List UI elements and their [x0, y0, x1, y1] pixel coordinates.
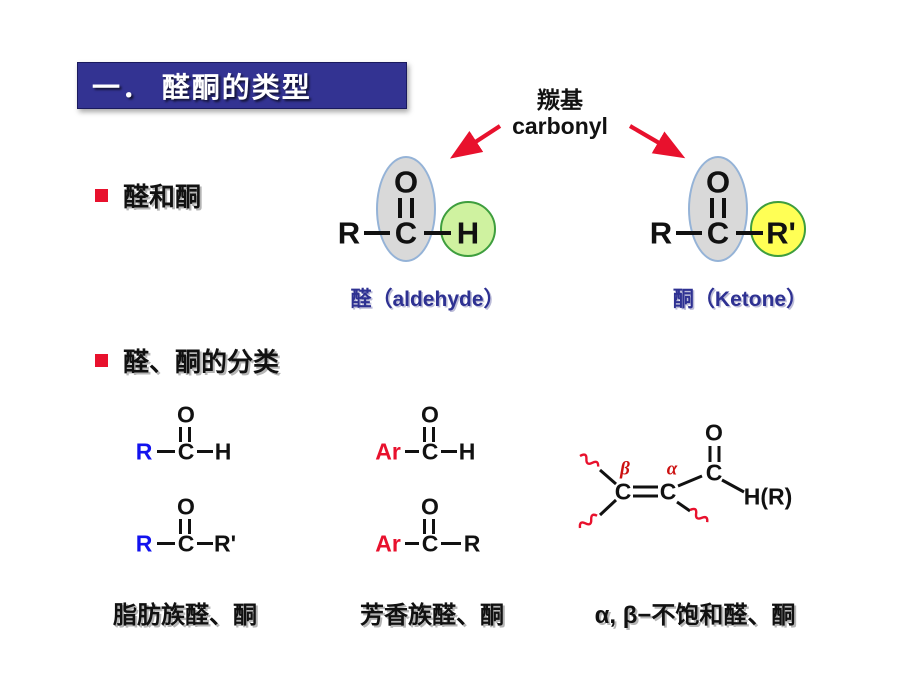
arrow-right	[628, 124, 686, 159]
bullet-classification: 醛、酮的分类	[95, 342, 279, 379]
double-bond	[432, 427, 435, 442]
bullet-label: 醛和酮	[123, 182, 202, 212]
unsaturated-structure: β α C C C O H(R)	[578, 418, 818, 543]
atom-o: O	[705, 164, 731, 200]
atom-o: O	[705, 419, 723, 446]
atom-c: C	[177, 530, 195, 557]
atom-h: H	[458, 438, 476, 465]
aromatic-aldehyde-structure: Ar O C H	[372, 400, 492, 472]
carbonyl-arrows	[449, 124, 686, 159]
bond	[441, 542, 461, 545]
atom-c: C	[394, 215, 418, 251]
atom-c: C	[421, 438, 439, 465]
carbonyl-highlight-ellipse	[688, 156, 748, 262]
ketone-label: 酮（Ketone）	[672, 288, 808, 311]
beta-label: β	[620, 458, 630, 480]
bond	[405, 450, 419, 453]
double-bond	[410, 198, 414, 218]
carbonyl-label-en: carbonyl	[512, 113, 608, 139]
atom-o: O	[421, 401, 439, 428]
bond	[736, 231, 763, 235]
ketone-structure: R O C R'	[644, 156, 824, 266]
atom-ar: Ar	[375, 438, 401, 465]
alpha-label: α	[666, 458, 678, 480]
aldehyde-label: 醛（aldehyde）	[350, 288, 505, 311]
bond	[364, 231, 390, 235]
bond	[599, 468, 617, 486]
wavy-bond	[689, 507, 709, 523]
bond	[157, 542, 175, 545]
slide-title-bar: 一． 醛酮的类型	[77, 62, 407, 109]
atom-c-alpha: C	[659, 478, 677, 505]
bond	[197, 450, 213, 453]
atom-ar: Ar	[375, 530, 401, 557]
atom-c: C	[177, 438, 195, 465]
double-bond	[423, 427, 426, 442]
wavy-bond	[579, 453, 600, 467]
carbonyl-label-cn: 羰基	[537, 87, 583, 113]
atom-h: H	[456, 215, 480, 251]
double-bond	[722, 198, 726, 218]
bond	[676, 500, 691, 513]
atom-hr: H(R)	[743, 483, 793, 510]
atom-o: O	[393, 164, 419, 200]
bond	[197, 542, 213, 545]
double-bond	[398, 198, 402, 218]
double-bond	[188, 519, 191, 534]
bond	[598, 498, 618, 517]
atom-rprime: R'	[766, 215, 796, 251]
atom-o: O	[421, 493, 439, 520]
h-highlight-circle	[440, 201, 496, 257]
aromatic-ketone-structure: Ar O C R	[372, 492, 492, 564]
atom-c-beta: C	[614, 478, 632, 505]
category-label-aliphatic: 脂肪族醛、酮	[113, 602, 257, 629]
double-bond	[188, 427, 191, 442]
atom-rprime: R'	[213, 530, 237, 557]
atom-c: C	[421, 530, 439, 557]
category-label-aromatic: 芳香族醛、酮	[360, 602, 504, 629]
double-bond	[432, 519, 435, 534]
bond	[676, 231, 702, 235]
carbonyl-highlight-ellipse	[376, 156, 436, 262]
atom-r: R	[463, 530, 481, 557]
wavy-bond	[578, 513, 598, 529]
bond	[157, 450, 175, 453]
bullet-label: 醛、酮的分类	[123, 347, 280, 377]
atom-o: O	[177, 401, 195, 428]
atom-c-carbonyl: C	[705, 459, 723, 486]
atom-r: R	[649, 215, 673, 251]
bullet-square-icon	[95, 189, 108, 202]
category-label-unsaturated: α, β−不饱和醛、酮	[594, 602, 796, 629]
bond	[424, 231, 451, 235]
atom-c: C	[706, 215, 730, 251]
arrow-left	[449, 124, 502, 159]
slide-title: 一． 醛酮的类型	[92, 71, 312, 103]
unsaturated-bonds	[578, 446, 745, 529]
bullet-aldehyde-ketone: 醛和酮	[95, 177, 201, 214]
atom-r: R	[135, 438, 153, 465]
double-bond	[179, 519, 182, 534]
double-bond	[710, 198, 714, 218]
atom-h: H	[214, 438, 232, 465]
atom-r: R	[135, 530, 153, 557]
aliphatic-ketone-structure: R O C R'	[128, 492, 248, 564]
bond	[405, 542, 419, 545]
bond	[721, 478, 745, 494]
bond	[677, 474, 703, 488]
bullet-square-icon	[95, 354, 108, 367]
aldehyde-structure: R O C H	[332, 156, 507, 266]
atom-o: O	[177, 493, 195, 520]
double-bond	[179, 427, 182, 442]
atom-r: R	[337, 215, 361, 251]
bond	[441, 450, 457, 453]
aliphatic-aldehyde-structure: R O C H	[128, 400, 248, 472]
double-bond	[423, 519, 426, 534]
rprime-highlight-circle	[750, 201, 806, 257]
